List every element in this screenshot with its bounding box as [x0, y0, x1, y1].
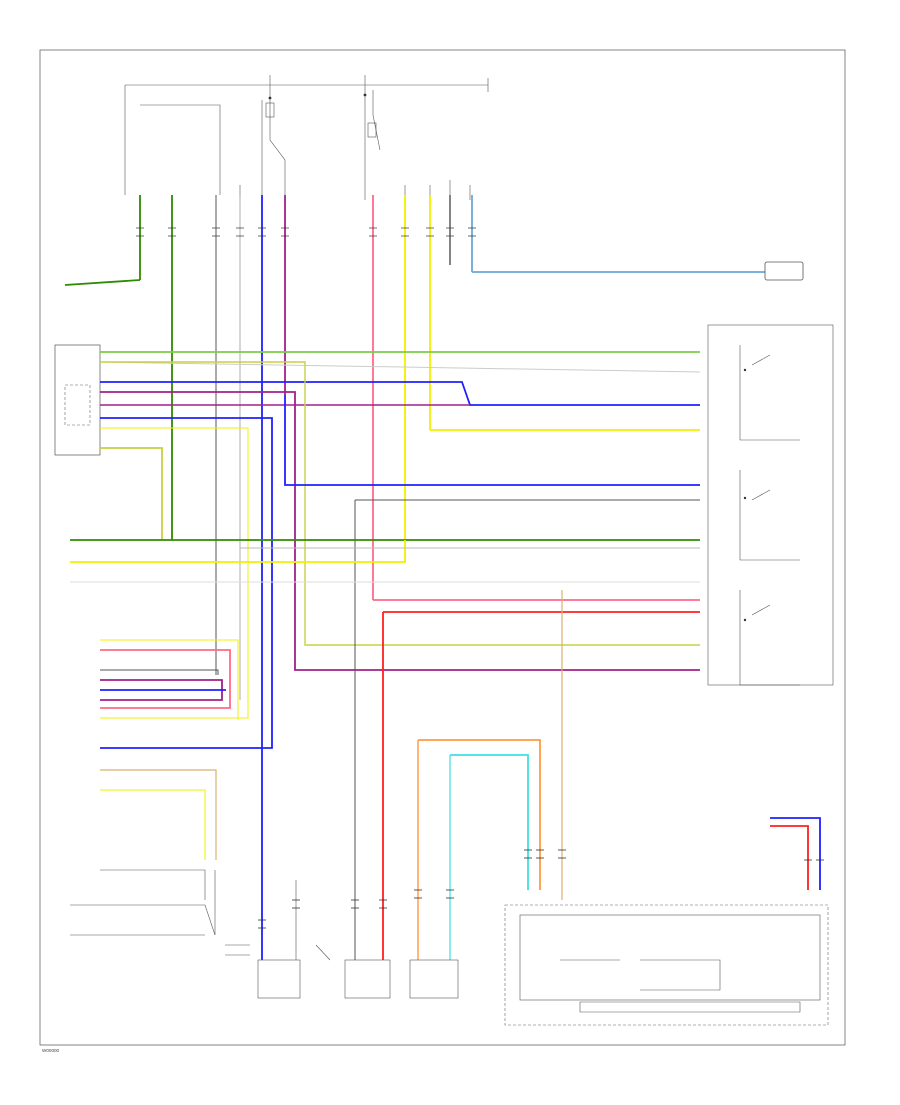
main-horizontal-wires — [70, 351, 701, 960]
control-unit — [504, 904, 829, 1026]
left-bottom-lines — [70, 869, 250, 956]
diagram-border — [39, 49, 846, 1046]
left-lower-wires — [100, 639, 239, 860]
right-relays — [707, 324, 834, 686]
wire-connector-ticks — [258, 849, 824, 929]
bottom-center-wires — [295, 739, 541, 960]
footer-code: W00000 — [42, 1048, 60, 1053]
top-connector-stubs — [139, 195, 473, 960]
right-top-component — [764, 261, 804, 281]
left-joint-connector — [54, 344, 101, 456]
terminal-boxes — [257, 944, 459, 999]
top-connector-ticks — [136, 227, 476, 237]
wire-green-top-left — [64, 279, 141, 286]
power-distribution — [124, 75, 489, 200]
right-bottom-wires — [770, 817, 821, 890]
